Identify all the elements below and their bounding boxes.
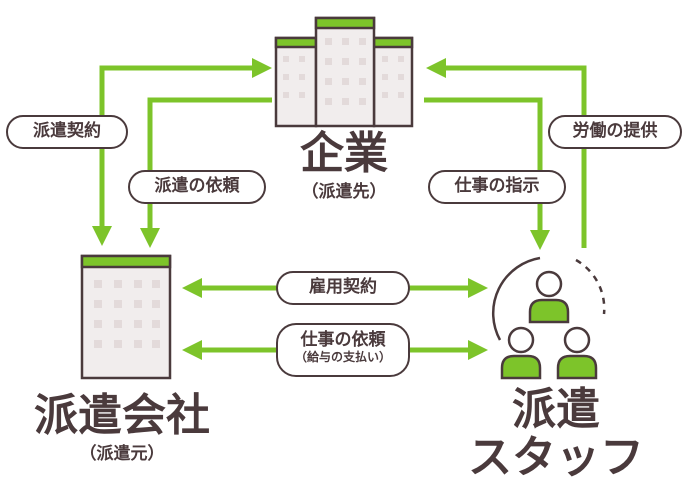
- agency-title: 派遣会社: [34, 390, 210, 441]
- label-dispatch-contract: 派遣契約: [6, 115, 128, 149]
- office-buildings-icon: [274, 16, 414, 128]
- label-employment-contract: 雇用契約: [276, 271, 410, 305]
- label-work-request-text: 仕事の依頼: [300, 330, 386, 350]
- office-building-icon: [80, 254, 172, 380]
- arrow-labor-provision: [426, 58, 587, 248]
- company-title: 企業: [300, 128, 388, 179]
- agency-subtitle: （派遣元）: [79, 444, 165, 464]
- arrow-dispatch-request: [140, 97, 272, 248]
- label-labor-provision: 労働の提供: [548, 115, 682, 149]
- label-dispatch-request-text: 派遣の依頼: [154, 176, 240, 196]
- people-group-icon: [491, 256, 606, 380]
- label-dispatch-contract-text: 派遣契約: [33, 121, 101, 141]
- label-employment-contract-text: 雇用契約: [309, 277, 377, 297]
- label-work-request: 仕事の依頼 （給与の支払い）: [276, 323, 410, 377]
- label-work-request-subtext: （給与の支払い）: [294, 350, 391, 364]
- company-subtitle: （派遣先）: [301, 182, 387, 202]
- arrow-dispatch-contract: [92, 58, 272, 246]
- staff-title-line2: スタッフ: [468, 432, 644, 483]
- label-work-instruction: 仕事の指示: [428, 170, 566, 204]
- label-work-instruction-text: 仕事の指示: [454, 176, 540, 196]
- staff-title-line1: 派遣: [512, 384, 600, 435]
- label-labor-provision-text: 労働の提供: [572, 121, 658, 141]
- label-dispatch-request: 派遣の依頼: [128, 170, 266, 204]
